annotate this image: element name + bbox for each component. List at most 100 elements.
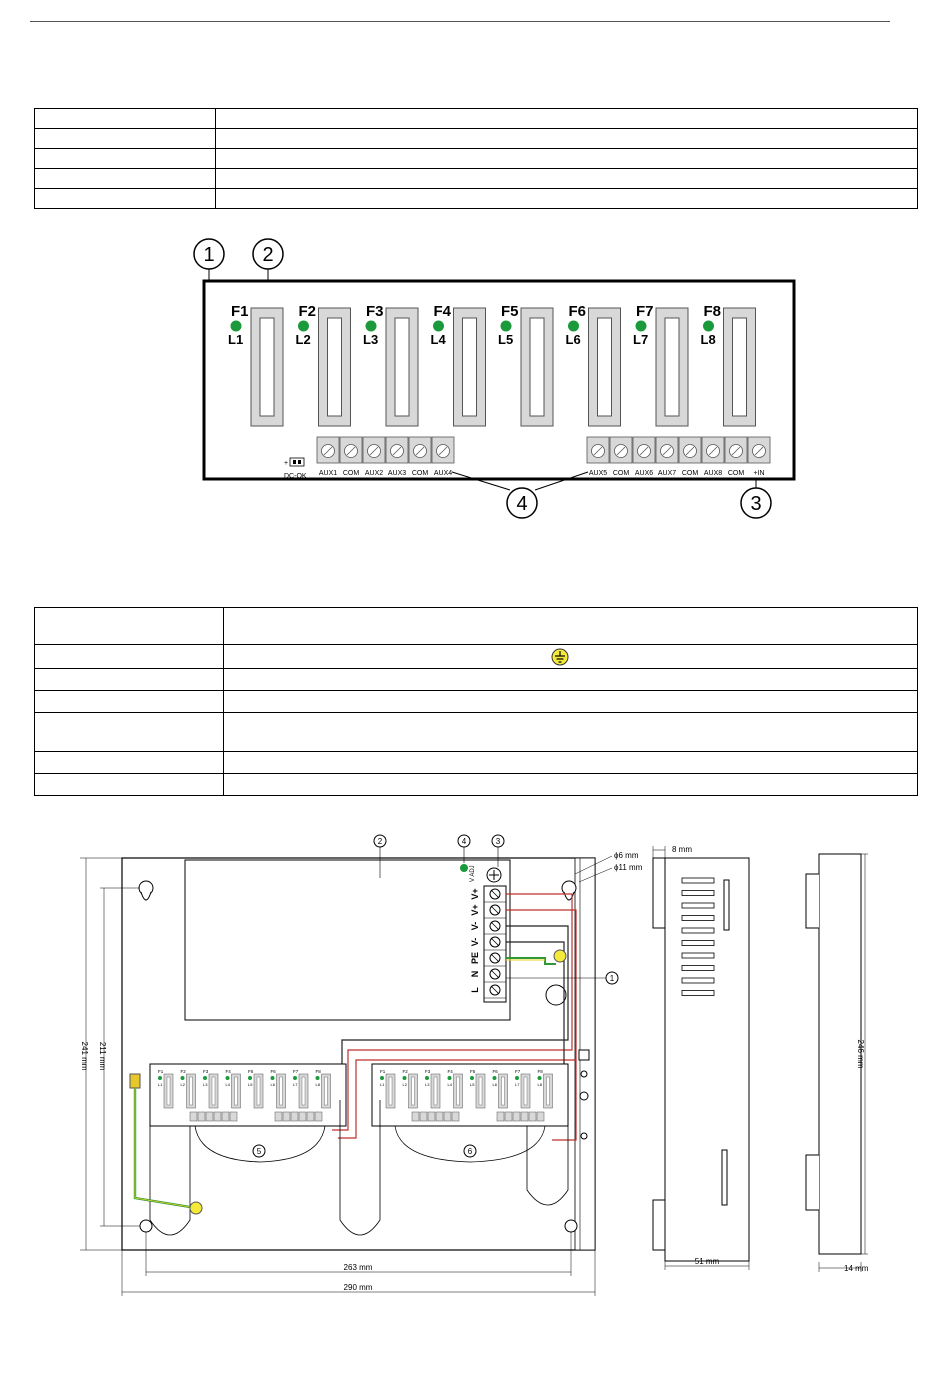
terminal-label: AUX7 bbox=[658, 470, 676, 477]
led-icon bbox=[500, 320, 512, 332]
small-fuse-label: F5 bbox=[470, 1069, 476, 1074]
table-row bbox=[34, 690, 918, 713]
ground-lug-icon bbox=[189, 1201, 203, 1215]
led-icon bbox=[515, 1076, 519, 1080]
small-fuse-label: F5 bbox=[248, 1069, 254, 1074]
callout-2: 2 bbox=[373, 834, 387, 878]
led-icon bbox=[180, 1076, 185, 1080]
small-fuse-label: F7 bbox=[293, 1069, 299, 1074]
table-cell bbox=[34, 690, 224, 713]
svg-text:DC-OK: DC-OK bbox=[284, 473, 307, 480]
callout-1: 1 bbox=[506, 971, 619, 985]
terminal-label: AUX1 bbox=[319, 470, 337, 477]
table-cell bbox=[215, 148, 918, 169]
callout-4: 4 bbox=[451, 471, 589, 519]
terminal: AUX8 bbox=[701, 436, 725, 477]
terminal: +IN bbox=[747, 436, 771, 477]
dimension-width-outer bbox=[121, 1250, 596, 1296]
table-cell bbox=[34, 188, 216, 209]
header-rule bbox=[30, 21, 890, 22]
keyhole-icon bbox=[138, 880, 154, 901]
table-cell bbox=[34, 712, 224, 752]
small-fuse-label: F4 bbox=[226, 1069, 232, 1074]
table-row bbox=[34, 644, 918, 669]
terminal-label: AUX6 bbox=[635, 470, 653, 477]
led-icon bbox=[425, 1076, 429, 1080]
svg-text:4: 4 bbox=[462, 837, 467, 846]
dim-290: 290 mm bbox=[344, 1283, 373, 1292]
fuse-label: F2 bbox=[299, 303, 317, 320]
table-cell bbox=[215, 168, 918, 189]
terminal-label: COM bbox=[412, 470, 429, 477]
callout-5: 5 bbox=[252, 1144, 266, 1158]
table-row bbox=[34, 607, 918, 645]
led-icon bbox=[703, 320, 714, 332]
lid-view: 246 mm 14 mm bbox=[805, 853, 869, 1273]
dim-211: 211 mm bbox=[98, 1042, 107, 1071]
fuse-label: F3 bbox=[366, 303, 384, 320]
power-terminal: V+ bbox=[470, 904, 506, 919]
small-fuse-label: F1 bbox=[158, 1069, 164, 1074]
table-cell bbox=[34, 128, 216, 149]
terminal-label: COM bbox=[343, 470, 360, 477]
led-icon bbox=[270, 1076, 275, 1080]
led-icon bbox=[568, 320, 579, 332]
table-cell bbox=[223, 712, 918, 752]
small-led-label: L3 bbox=[425, 1082, 430, 1087]
power-terminal: PE bbox=[470, 952, 506, 967]
terminal-label: AUX3 bbox=[388, 470, 406, 477]
led-icon bbox=[433, 320, 444, 332]
power-terminal-label: PE bbox=[470, 952, 480, 964]
small-led-label: L5 bbox=[470, 1082, 475, 1087]
small-fuse-label: F2 bbox=[403, 1069, 409, 1074]
small-fuse-label: F8 bbox=[316, 1069, 322, 1074]
table-cell bbox=[34, 168, 216, 189]
dimension-height-inner bbox=[100, 887, 140, 1227]
table-cell bbox=[223, 690, 918, 713]
ground-lug-icon bbox=[553, 949, 567, 963]
callout-3: 3 bbox=[740, 480, 772, 519]
led-icon bbox=[537, 1076, 542, 1080]
table-cell bbox=[34, 773, 224, 796]
table-row bbox=[34, 148, 918, 169]
small-led-label: L3 bbox=[203, 1082, 208, 1087]
dc-ok-connector: + DC-OK bbox=[284, 457, 307, 480]
mount-hole-icon bbox=[139, 1219, 153, 1233]
table-cell bbox=[34, 607, 224, 645]
fuse-label: F6 bbox=[569, 303, 587, 320]
cable-gland-icon bbox=[545, 984, 567, 1006]
terminal-label: AUX5 bbox=[589, 470, 607, 477]
small-led-label: L2 bbox=[181, 1082, 186, 1087]
led-label: L8 bbox=[701, 332, 716, 347]
led-label: L2 bbox=[296, 332, 311, 347]
fuse-label: F7 bbox=[636, 303, 654, 320]
small-led-label: L1 bbox=[380, 1082, 385, 1087]
small-fuse-label: F1 bbox=[380, 1069, 386, 1074]
led-icon bbox=[293, 1076, 297, 1080]
table-row bbox=[34, 128, 918, 149]
led-icon bbox=[380, 1076, 384, 1080]
dimension-height-outer bbox=[80, 857, 122, 1251]
psu-module bbox=[184, 859, 511, 1021]
small-fuse-label: F8 bbox=[538, 1069, 544, 1074]
small-led-label: L5 bbox=[248, 1082, 253, 1087]
terminal: COM bbox=[339, 436, 363, 477]
svg-text:4: 4 bbox=[516, 493, 527, 515]
power-terminal-label: L bbox=[470, 987, 480, 993]
terminal-label: AUX8 bbox=[704, 470, 722, 477]
led-icon bbox=[365, 320, 377, 332]
svg-text:2: 2 bbox=[378, 837, 383, 846]
table-cell bbox=[34, 148, 216, 169]
